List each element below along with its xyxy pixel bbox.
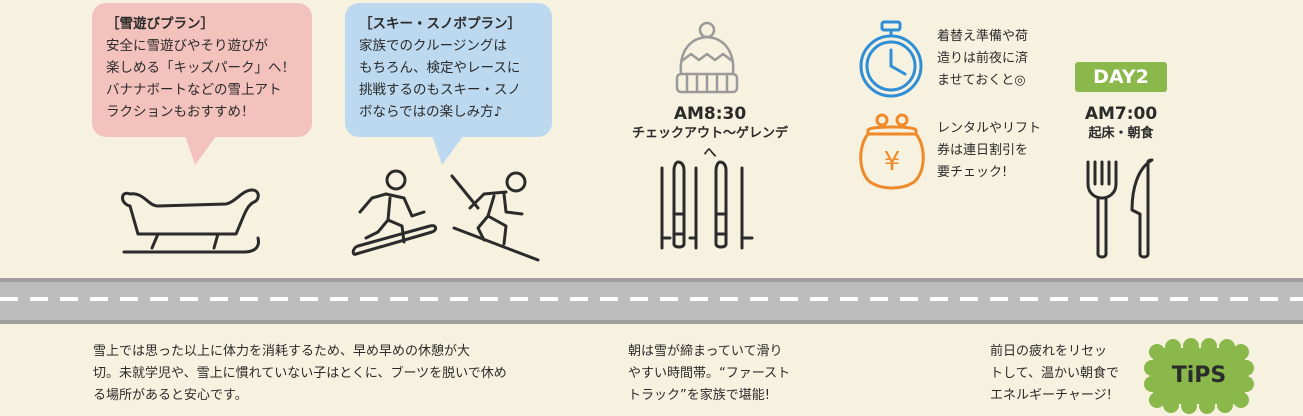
checkout-time: AM8:30	[673, 104, 747, 124]
tips-badge-shape	[1144, 338, 1254, 414]
road	[0, 278, 1303, 324]
rest-tip: 雪上では思った以上に体力を消耗するため、早め早めの休憩が大 切。未就学児や、雪上…	[93, 344, 507, 403]
purse-note: レンタルやリフト 券は連日割引を 要チェック!	[937, 121, 1042, 180]
first-track-tip: 朝は雪が締まっていて滑り やすい時間帯。“ファースト トラック”を家族で堪能!	[628, 344, 791, 403]
road-edge	[0, 320, 1303, 324]
stopwatch-icon	[859, 20, 923, 98]
ski-snowboard-plan-bubble: ［スキー・スノボプラン］ 家族でのクルージングは もちろん、検定やレースに 挑戦…	[345, 3, 552, 137]
breakfast-tip: 前日の疲れをリセッ トして、温かい朝食で エネルギーチャージ!	[990, 344, 1119, 403]
road-center-line	[0, 297, 1303, 301]
day2-time-label: AM7:00 起床・朝食	[1060, 104, 1182, 144]
checkout-time-label: AM8:30 チェックアウト～ゲレンデへ	[630, 104, 790, 164]
snow-play-plan-title: ［雪遊びプラン］	[106, 16, 214, 32]
fork-knife-icon	[1086, 158, 1154, 259]
day2-label: 起床・朝食	[1088, 126, 1154, 141]
checkout-label: チェックアウト～ゲレンデへ	[631, 126, 788, 161]
clock-note: 着替え準備や荷 造りは前夜に済 ませておくと◎	[937, 29, 1029, 88]
snow-play-plan-text: 安全に雪遊びやそり遊びが 楽しめる「キッズパーク」へ！ バナナボートなどの雪上ア…	[106, 38, 295, 120]
bubble-tail	[185, 135, 217, 165]
road-edge	[0, 278, 1303, 282]
tips-badge-label: TiPS	[1171, 363, 1227, 388]
snow-play-plan-bubble: ［雪遊びプラン］ 安全に雪遊びやそり遊びが 楽しめる「キッズパーク」へ！ バナナ…	[92, 3, 312, 137]
coin-purse-icon: ¥	[859, 113, 925, 190]
day2-time: AM7:00	[1084, 104, 1158, 124]
snowboarder-icon	[351, 169, 438, 256]
bubble-tail	[432, 135, 464, 165]
ski-snowboard-plan-title: ［スキー・スノボプラン］	[359, 16, 521, 32]
day2-badge: DAY2	[1075, 62, 1167, 92]
sled-icon	[121, 188, 260, 254]
skier-icon	[450, 171, 540, 262]
yen-symbol: ¥	[884, 147, 901, 177]
skis-icon	[660, 160, 754, 250]
ski-snowboard-plan-text: 家族でのクルージングは もちろん、検定やレースに 挑戦するのもスキー・スノ ボな…	[359, 38, 521, 120]
knit-hat-icon	[675, 21, 739, 94]
